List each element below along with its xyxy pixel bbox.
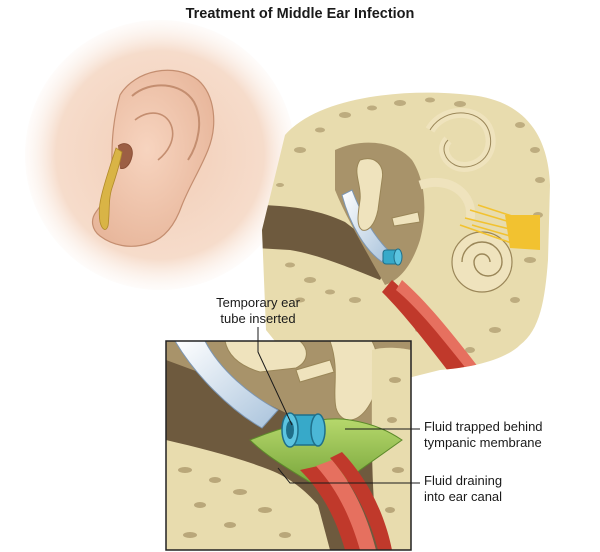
label-line: Fluid draining xyxy=(424,473,594,489)
label-line: Fluid trapped behind xyxy=(424,419,594,435)
diagram-title: Treatment of Middle Ear Infection xyxy=(0,6,600,22)
external-ear xyxy=(25,20,295,290)
label-line: tympanic membrane xyxy=(424,435,594,451)
label-line: into ear canal xyxy=(424,489,594,505)
label-line: tube inserted xyxy=(178,311,338,327)
label-line: Temporary ear xyxy=(178,295,338,311)
inset-detail xyxy=(166,341,411,550)
ear-cross-section xyxy=(255,85,555,385)
label-fluid-trapped: Fluid trapped behind tympanic membrane xyxy=(424,419,594,451)
label-fluid-draining: Fluid draining into ear canal xyxy=(424,473,594,505)
label-ear-tube: Temporary ear tube inserted xyxy=(178,295,338,327)
ear-tube-icon xyxy=(383,249,402,265)
